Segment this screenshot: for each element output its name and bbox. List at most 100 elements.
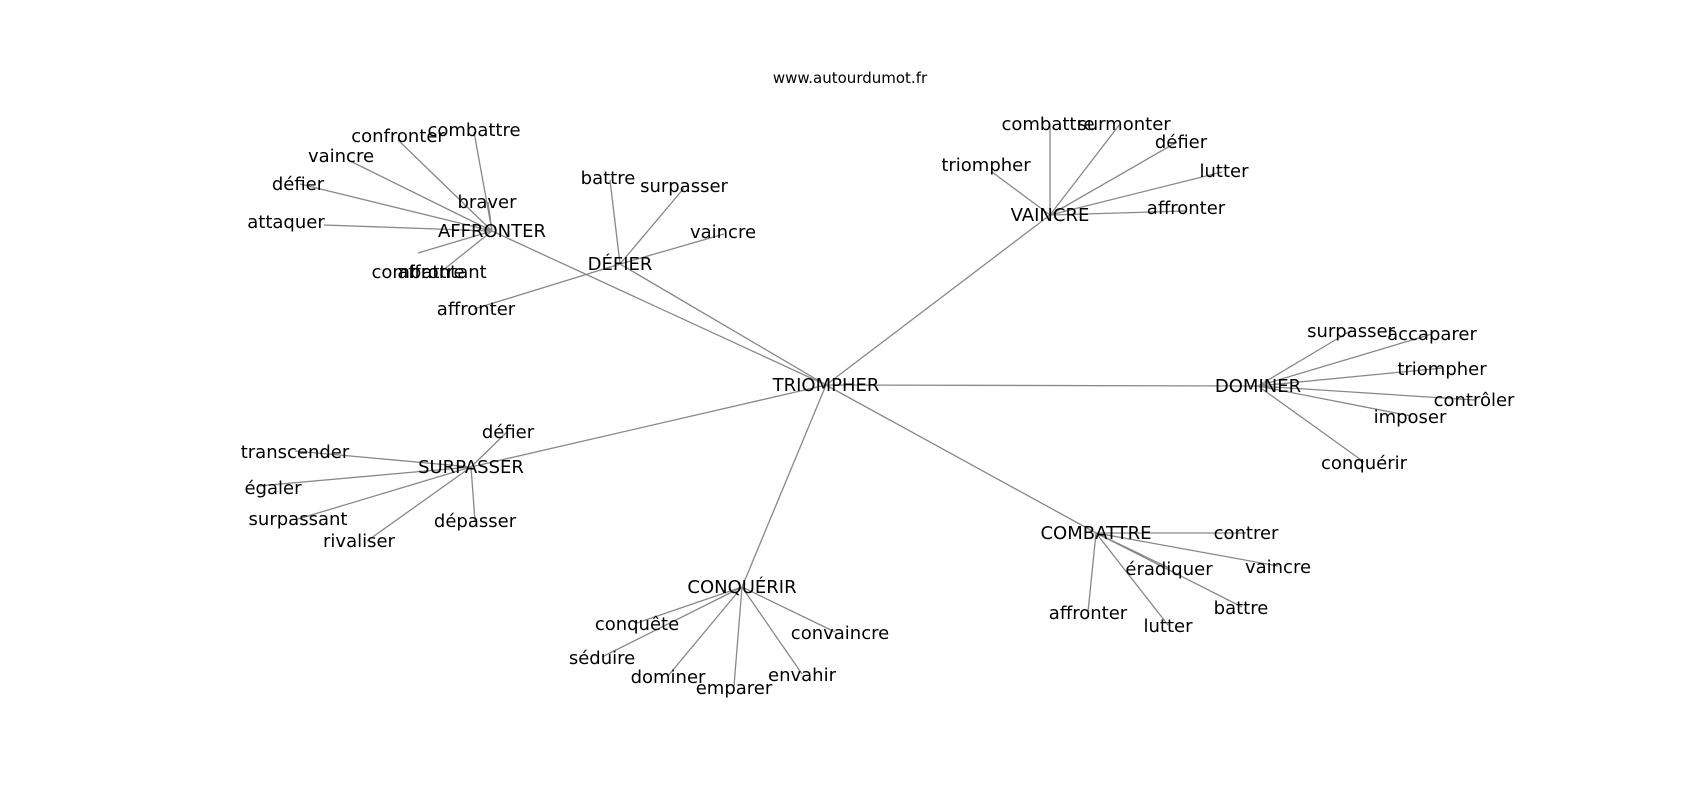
edge-dominer-leaf-1	[1257, 333, 1433, 387]
edge-surpasser-leaf-5	[470, 466, 476, 522]
edge-surpasser-leaf-0	[470, 430, 509, 468]
hub-node-label-defier: DÉFIER	[588, 253, 653, 275]
edge-affronter-leaf-5	[323, 224, 493, 232]
edge-root-combattre	[825, 384, 1097, 534]
leaf-node-label: surpasser	[1307, 321, 1395, 342]
edge-root-surpasser	[470, 384, 827, 468]
edge-dominer-leaf-4	[1257, 385, 1412, 417]
edge-dominer-leaf-2	[1257, 367, 1444, 387]
leaf-node-label: combattre	[1001, 114, 1094, 135]
edge-affronter-leaf-6	[417, 230, 493, 254]
leaf-node-label: conquête	[595, 614, 679, 635]
edge-root-affronter	[491, 230, 827, 386]
edge-vaincre-leaf-1	[1049, 123, 1121, 216]
edge-affronter-leaf-2	[347, 159, 493, 232]
edge-root-conquerir	[741, 384, 827, 588]
leaf-node-label: accaparer	[1387, 324, 1477, 345]
leaf-node-label: emparer	[696, 678, 773, 699]
leaf-node-label: éradiquer	[1125, 559, 1213, 580]
leaf-node-label: surmonter	[1077, 114, 1171, 135]
leaf-node-label: conquérir	[1321, 453, 1408, 474]
edge-root-vaincre	[825, 214, 1051, 386]
edge-defier-leaf-3	[473, 263, 621, 310]
leaf-node-label: convaincre	[791, 623, 889, 644]
edge-affronter-leaf-3	[487, 201, 493, 232]
leaf-node-label: vaincre	[308, 146, 374, 167]
edge-defier-leaf-1	[619, 187, 685, 265]
edge-combattre-leaf-3	[1095, 532, 1243, 608]
edge-conquerir-leaf-2	[601, 586, 743, 658]
edge-conquerir-leaf-0	[636, 586, 743, 624]
leaf-node-label: contrôler	[1434, 390, 1515, 411]
leaf-node-label: défier	[272, 174, 325, 195]
edges-layer	[257, 123, 1476, 687]
leaf-node-label: dépasser	[434, 511, 517, 532]
edge-dominer-leaf-3	[1257, 385, 1476, 401]
edge-surpasser-leaf-2	[257, 466, 472, 487]
edge-conquerir-leaf-3	[667, 586, 743, 677]
leaf-node-label: imposer	[1374, 407, 1447, 428]
leaf-node-label: transcender	[241, 442, 350, 463]
leaf-node-label: lutter	[1144, 616, 1194, 637]
hub-node-label-surpasser: SURPASSER	[418, 457, 524, 478]
edge-affronter-leaf-1	[473, 131, 493, 232]
leaf-node-label: affronter	[437, 299, 516, 320]
leaf-node-label: égaler	[244, 478, 302, 499]
edge-conquerir-leaf-5	[733, 586, 743, 687]
edge-affronter-leaf-4	[299, 183, 493, 232]
root-node-label: TRIOMPHER	[772, 375, 880, 396]
edge-defier-leaf-2	[619, 233, 725, 265]
leaf-node-label: combattre	[371, 262, 464, 283]
edge-surpasser-leaf-1	[294, 450, 472, 468]
edge-dominer-leaf-0	[1257, 329, 1353, 387]
edge-surpasser-leaf-3	[297, 466, 472, 520]
hub-node-label-vaincre: VAINCRE	[1011, 205, 1090, 226]
edge-combattre-leaf-4	[1087, 532, 1097, 613]
labels-layer: TRIOMPHERAFFRONTERconfrontercombattrevai…	[241, 114, 1515, 699]
edge-root-defier	[619, 263, 827, 386]
leaf-node-label: confronter	[351, 126, 445, 147]
leaf-node-label: braver	[458, 192, 518, 213]
leaf-node-label: attaquer	[247, 212, 325, 233]
edge-affronter-leaf-0	[397, 139, 493, 232]
leaf-node-label: affrontant	[397, 262, 486, 283]
leaf-node-label: dominer	[631, 667, 706, 688]
edge-affronter-leaf-7	[441, 230, 493, 272]
leaf-node-label: battre	[581, 168, 636, 189]
edge-combattre-leaf-2	[1095, 532, 1279, 567]
hub-node-label-affronter: AFFRONTER	[438, 221, 546, 242]
hub-node-label-dominer: DOMINER	[1215, 376, 1301, 397]
leaf-node-label: envahir	[768, 665, 837, 686]
leaf-node-label: défier	[482, 422, 535, 443]
leaf-node-label: vaincre	[690, 222, 756, 243]
leaf-node-label: surpasser	[640, 176, 728, 197]
edge-vaincre-leaf-4	[1049, 171, 1223, 216]
leaf-node-label: séduire	[569, 648, 635, 669]
leaf-node-label: rivaliser	[323, 531, 396, 552]
hub-node-label-combattre: COMBATTRE	[1040, 523, 1151, 544]
leaf-node-label: surpassant	[249, 509, 348, 530]
edge-root-dominer	[825, 384, 1259, 387]
edge-vaincre-leaf-3	[991, 171, 1051, 216]
leaf-node-label: battre	[1214, 598, 1269, 619]
leaf-node-label: vaincre	[1245, 557, 1311, 578]
leaf-node-label: affronter	[1049, 603, 1128, 624]
edge-vaincre-leaf-2	[1049, 141, 1178, 216]
edge-conquerir-leaf-4	[741, 586, 803, 675]
leaf-node-label: triompher	[1397, 359, 1487, 380]
edge-vaincre-leaf-5	[1049, 210, 1187, 216]
edge-dominer-leaf-5	[1257, 385, 1365, 463]
source-url: www.autourdumot.fr	[773, 69, 928, 87]
leaf-node-label: contrer	[1214, 523, 1279, 544]
edge-conquerir-leaf-1	[741, 586, 836, 633]
leaf-node-label: lutter	[1200, 161, 1250, 182]
edge-combattre-leaf-5	[1095, 532, 1169, 626]
leaf-node-label: triompher	[941, 155, 1031, 176]
edge-surpasser-leaf-4	[366, 466, 472, 542]
edge-defier-leaf-0	[609, 179, 621, 265]
hub-node-label-conquerir: CONQUÉRIR	[687, 576, 796, 598]
leaf-node-label: défier	[1155, 132, 1208, 153]
leaf-node-label: affronter	[1147, 198, 1226, 219]
leaf-node-label: combattre	[427, 120, 520, 141]
